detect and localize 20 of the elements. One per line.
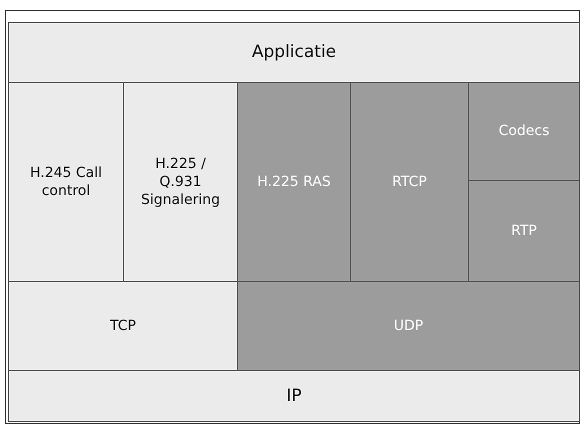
protocol-layer — [123, 82, 238, 282]
layer-label: UDP — [394, 316, 424, 336]
protocol-layer — [350, 82, 469, 282]
protocol-layer — [8, 82, 124, 282]
protocol-layer — [8, 281, 238, 371]
protocol-layer — [8, 22, 580, 83]
layer-label: TCP — [110, 316, 136, 336]
protocol-layer — [468, 82, 580, 181]
protocol-layer — [8, 370, 580, 422]
layer-label: Codecs — [498, 122, 550, 141]
protocol-layer — [237, 82, 351, 282]
layer-label: RTP — [511, 222, 537, 240]
layer-label: H.225 / Q.931 Signalering — [140, 154, 222, 210]
protocol-layer — [237, 281, 580, 371]
layer-label: H.245 Call control — [28, 164, 104, 200]
layer-label: Applicatie — [252, 41, 336, 64]
layer-label: RTCP — [392, 172, 427, 192]
layer-label: H.225 RAS — [257, 172, 331, 192]
protocol-layer — [468, 180, 580, 282]
layer-label: IP — [286, 384, 302, 408]
